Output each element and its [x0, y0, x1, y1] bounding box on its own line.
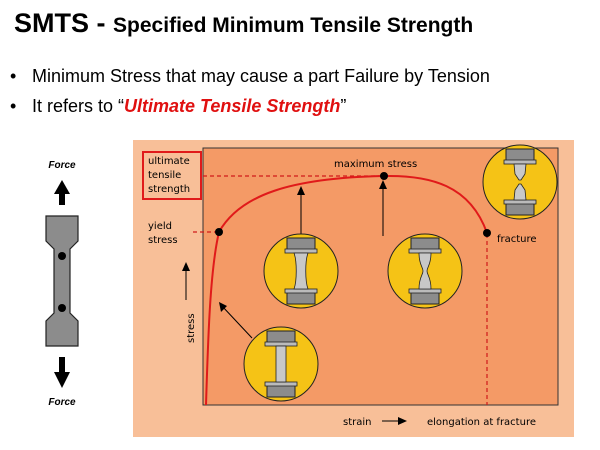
stress-strain-curve — [205, 174, 488, 406]
elongation-label: elongation at fracture — [427, 417, 536, 428]
bullet-dot-icon: • — [10, 96, 17, 116]
fracture-point — [483, 229, 491, 237]
force-top-label: Force — [48, 160, 76, 171]
max-stress-label: maximum stress — [334, 159, 417, 170]
arrow-up-icon — [54, 180, 70, 194]
force-bottom-label: Force — [48, 397, 76, 408]
stress-arrow-icon — [182, 262, 190, 271]
specimen-figure: Force Force — [45, 160, 79, 408]
tensile-specimen-icon — [45, 215, 79, 347]
specimen-uniform-icon — [263, 233, 339, 309]
pointer-arrow-icon — [379, 180, 387, 189]
bullet-item-2: • It refers to “Ultimate Tensile Strengt… — [10, 94, 490, 124]
specimen-elastic-icon — [243, 326, 319, 402]
pointer-arrow-icon — [297, 186, 305, 195]
specimen-fracture-icon — [482, 144, 558, 220]
bullet-list: • Minimum Stress that may cause a part F… — [10, 64, 490, 124]
bullet-highlight: Ultimate Tensile Strength — [124, 96, 341, 116]
max-stress-point — [380, 172, 388, 180]
bullet-dot-icon: • — [10, 66, 17, 86]
yield-label: yield stress — [148, 221, 178, 246]
strain-axis-label: strain — [343, 417, 372, 428]
slide-title: SMTS - Specified Minimum Tensile Strengt… — [14, 8, 473, 39]
gauge-mark-top — [58, 252, 66, 260]
title-dash: - — [96, 8, 106, 38]
arrow-down-icon — [54, 372, 70, 388]
gauge-mark-bottom — [58, 304, 66, 312]
uts-label-box — [142, 151, 202, 200]
strain-arrow-icon — [398, 417, 407, 425]
bullet-suffix: ” — [340, 96, 347, 116]
uts-label: ultimate tensile strength — [148, 156, 193, 195]
pointer-arrow-icon — [219, 302, 227, 312]
yield-point — [215, 228, 223, 236]
stress-strain-diagram: ultimate tensile strength yield stress s… — [133, 140, 574, 437]
bullet-item-1: • Minimum Stress that may cause a part F… — [10, 64, 490, 94]
specimen-necking-icon — [387, 233, 463, 309]
bullet-text-1: Minimum Stress that may cause a part Fai… — [32, 66, 490, 86]
fracture-label: fracture — [497, 234, 537, 245]
title-subtitle: Specified Minimum Tensile Strength — [113, 14, 474, 37]
stress-axis-label: stress — [186, 313, 197, 343]
bullet-prefix: It refers to “ — [32, 96, 125, 116]
title-acronym: SMTS — [14, 8, 90, 38]
